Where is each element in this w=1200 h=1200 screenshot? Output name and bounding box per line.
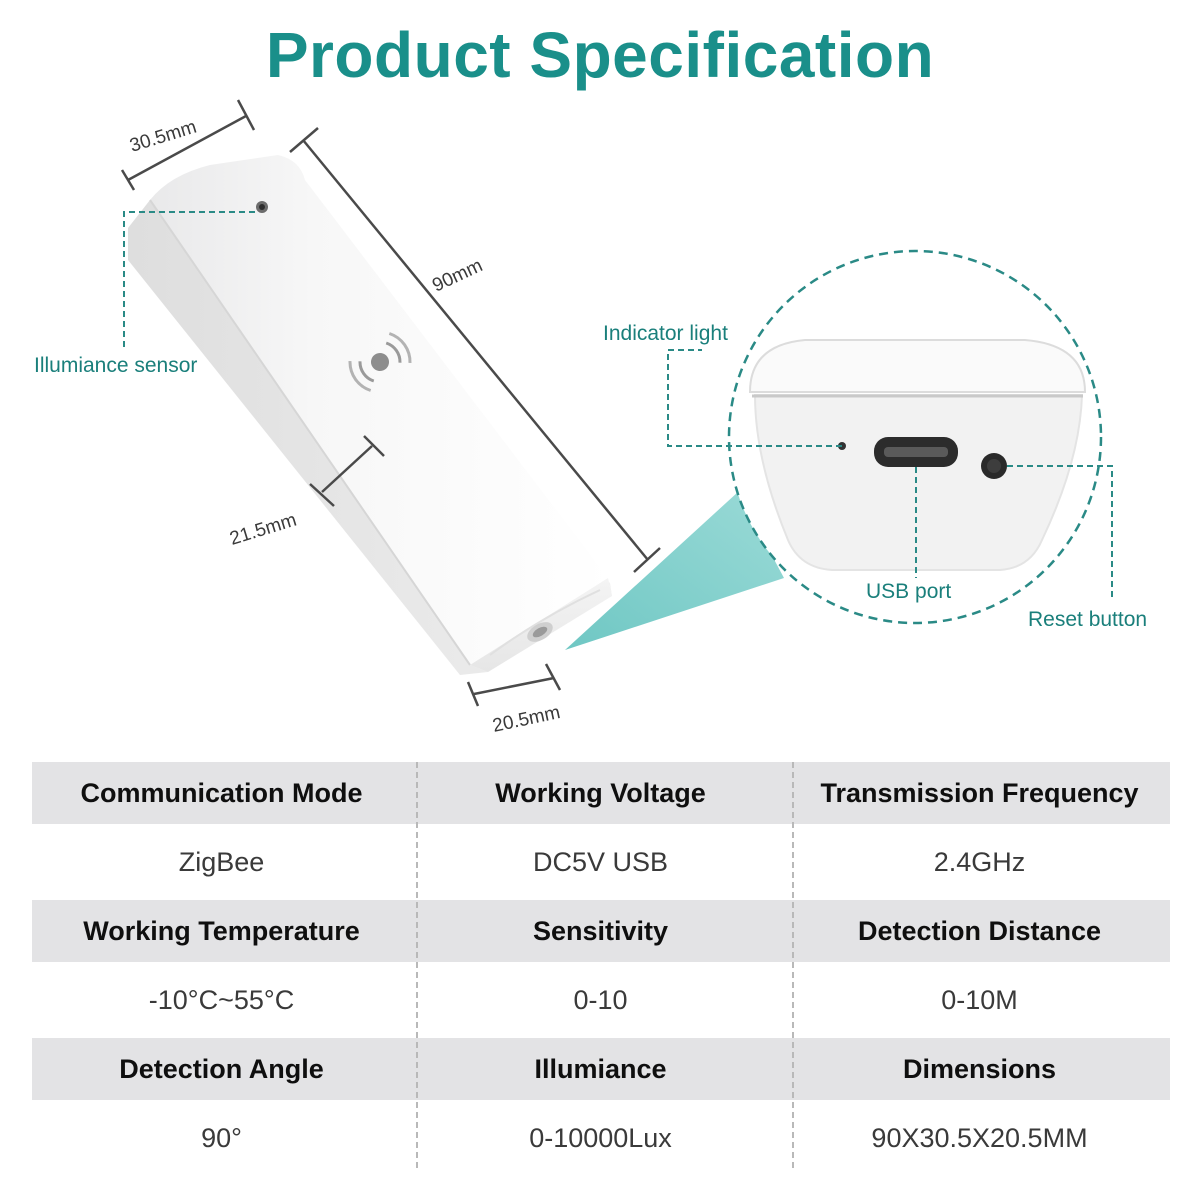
spec-value: ZigBee	[178, 846, 265, 877]
spec-label: Working Voltage	[495, 777, 706, 808]
dimension-width-top	[120, 99, 256, 191]
spec-label: Dimensions	[902, 1053, 1057, 1084]
dimension-height-label: 21.5mm	[227, 510, 299, 550]
column-divider	[416, 762, 418, 1168]
product-diagram: 30.5mm 90mm 21.5mm 20.5mm Illumiance sen…	[34, 99, 1147, 737]
spec-value-row: -10°C~55°C 0-10 0-10M	[32, 962, 1170, 1038]
dimension-height	[309, 435, 385, 507]
reset-callout-line	[1007, 465, 1113, 600]
illuminance-sensor-label: Illumiance sensor	[34, 354, 197, 377]
spec-label: Communication Mode	[80, 777, 363, 808]
dimension-depth-label: 20.5mm	[491, 702, 563, 737]
spec-label: Sensitivity	[532, 915, 669, 946]
spec-header-row: Communication Mode Working Voltage Trans…	[32, 762, 1170, 824]
spec-label: Detection Angle	[119, 1053, 324, 1084]
spec-value: -10°C~55°C	[148, 984, 295, 1015]
spec-value-row: ZigBee DC5V USB 2.4GHz	[32, 824, 1170, 900]
column-divider	[792, 762, 794, 1168]
spec-value: 90°	[201, 1122, 242, 1153]
spec-label: Illumiance	[534, 1053, 667, 1084]
spec-value: 0-10M	[941, 984, 1018, 1015]
dimension-depth	[466, 663, 562, 707]
spec-value: 0-10	[573, 984, 628, 1015]
spec-value: 90X30.5X20.5MM	[871, 1122, 1088, 1153]
spec-label: Working Temperature	[83, 915, 360, 946]
dimension-width-label: 30.5mm	[127, 117, 199, 157]
dimension-length	[289, 127, 661, 573]
spec-header-row: Detection Angle Illumiance Dimensions	[32, 1038, 1170, 1100]
page-title: Product Specification	[265, 19, 935, 91]
spec-value: 0-10000Lux	[529, 1122, 672, 1153]
reset-button-label: Reset button	[1028, 608, 1147, 631]
zoom-beam	[565, 492, 784, 650]
zoomed-device	[748, 339, 1087, 571]
spec-value-row: 90° 0-10000Lux 90X30.5X20.5MM	[32, 1100, 1170, 1176]
spec-label: Transmission Frequency	[820, 777, 1139, 808]
illuminance-callout-line	[123, 211, 255, 350]
usb-port-label: USB port	[866, 580, 951, 603]
spec-value: 2.4GHz	[933, 846, 1026, 877]
spec-label: Detection Distance	[857, 915, 1102, 946]
spec-header-row: Working Temperature Sensitivity Detectio…	[32, 900, 1170, 962]
indicator-callout-line	[667, 349, 842, 447]
indicator-light-label: Indicator light	[603, 322, 728, 345]
spec-table: Communication Mode Working Voltage Trans…	[32, 762, 1170, 1176]
device-body	[128, 155, 612, 675]
spec-value: DC5V USB	[532, 846, 669, 877]
dimension-length-label: 90mm	[429, 255, 486, 296]
wireless-logo-icon	[348, 332, 412, 392]
